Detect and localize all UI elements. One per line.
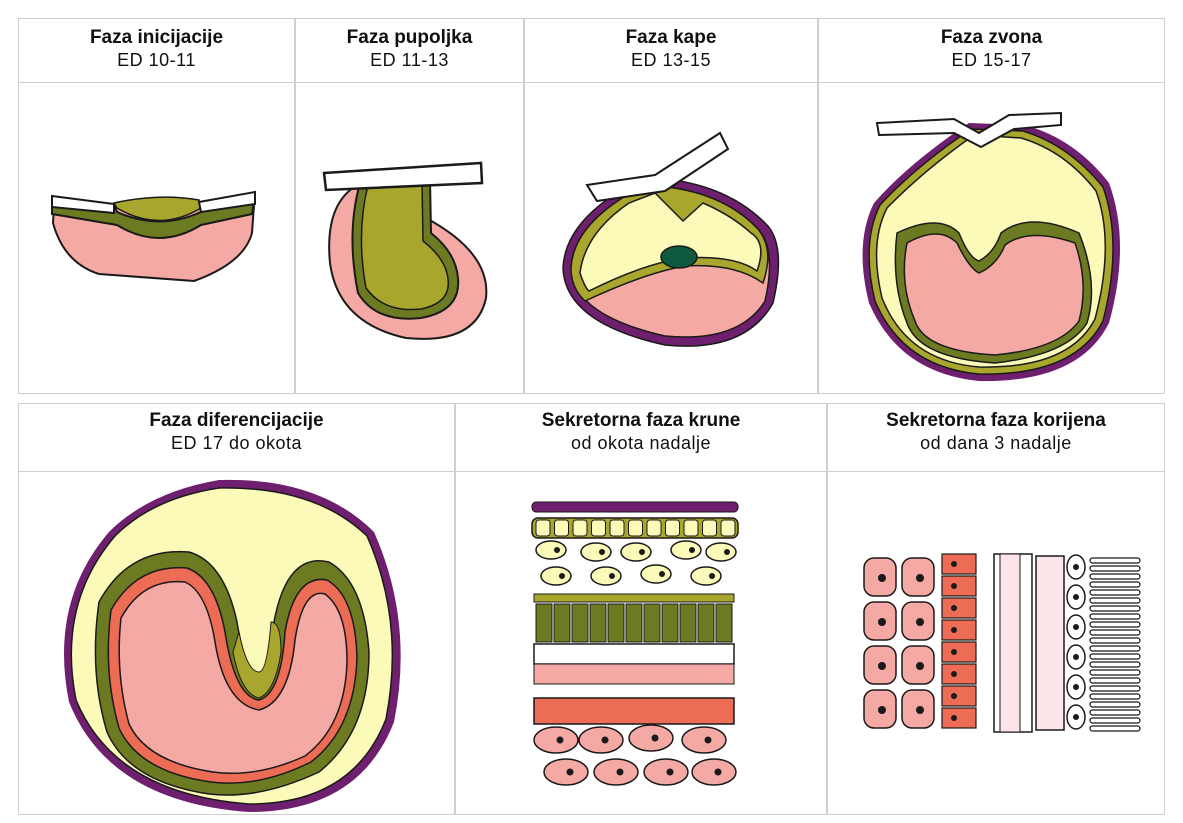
stage-header: Sekretorna faza korijena od dana 3 nadal… bbox=[828, 404, 1164, 472]
stage-illustration bbox=[19, 472, 454, 814]
stage-subtitle: od dana 3 nadalje bbox=[828, 432, 1164, 454]
stage-panel-bell: Faza zvona ED 15-17 bbox=[818, 18, 1165, 394]
stage-illustration bbox=[296, 83, 523, 393]
stage-title: Faza kape bbox=[525, 27, 817, 49]
stage-title: Faza zvona bbox=[819, 27, 1164, 49]
stage-header: Faza diferencijacije ED 17 do okota bbox=[19, 404, 454, 472]
stage-header: Faza kape ED 13-15 bbox=[525, 19, 817, 83]
cap-stage-drawing bbox=[525, 83, 819, 395]
stage-illustration bbox=[525, 83, 817, 393]
stage-illustration bbox=[819, 83, 1164, 393]
stage-header: Sekretorna faza krune od okota nadalje bbox=[456, 404, 826, 472]
stage-illustration bbox=[456, 472, 826, 814]
stage-subtitle: ED 10-11 bbox=[19, 49, 294, 71]
initiation-stage-drawing bbox=[19, 83, 296, 395]
stage-illustration bbox=[828, 472, 1164, 814]
stage-panel-bud: Faza pupoljka ED 11-13 bbox=[295, 18, 524, 394]
stage-subtitle: ED 13-15 bbox=[525, 49, 817, 71]
crown-secretory-cell-layers bbox=[456, 472, 828, 816]
stage-subtitle: od okota nadalje bbox=[456, 432, 826, 454]
stage-panel-root-secretory: Sekretorna faza korijena od dana 3 nadal… bbox=[827, 403, 1165, 815]
stage-title: Sekretorna faza krune bbox=[456, 410, 826, 432]
crown-layers bbox=[532, 502, 738, 785]
root-secretory-cell-layers bbox=[828, 472, 1166, 816]
stage-subtitle: ED 11-13 bbox=[296, 49, 523, 71]
bell-stage-drawing bbox=[819, 83, 1166, 395]
stage-subtitle: ED 15-17 bbox=[819, 49, 1164, 71]
stage-subtitle: ED 17 do okota bbox=[19, 432, 454, 454]
stage-illustration bbox=[19, 83, 294, 393]
stage-title: Sekretorna faza korijena bbox=[828, 410, 1164, 432]
differentiation-stage-drawing bbox=[19, 472, 456, 816]
stage-title: Faza inicijacije bbox=[19, 27, 294, 49]
stage-panel-cap: Faza kape ED 13-15 bbox=[524, 18, 818, 394]
stage-header: Faza zvona ED 15-17 bbox=[819, 19, 1164, 83]
stage-title: Faza diferencijacije bbox=[19, 410, 454, 432]
stage-title: Faza pupoljka bbox=[296, 27, 523, 49]
stage-panel-differentiation: Faza diferencijacije ED 17 do okota bbox=[18, 403, 455, 815]
stage-header: Faza inicijacije ED 10-11 bbox=[19, 19, 294, 83]
stage-header: Faza pupoljka ED 11-13 bbox=[296, 19, 523, 83]
bud-stage-drawing bbox=[296, 83, 525, 395]
stage-panel-initiation: Faza inicijacije ED 10-11 bbox=[18, 18, 295, 394]
stage-panel-crown-secretory: Sekretorna faza krune od okota nadalje bbox=[455, 403, 827, 815]
